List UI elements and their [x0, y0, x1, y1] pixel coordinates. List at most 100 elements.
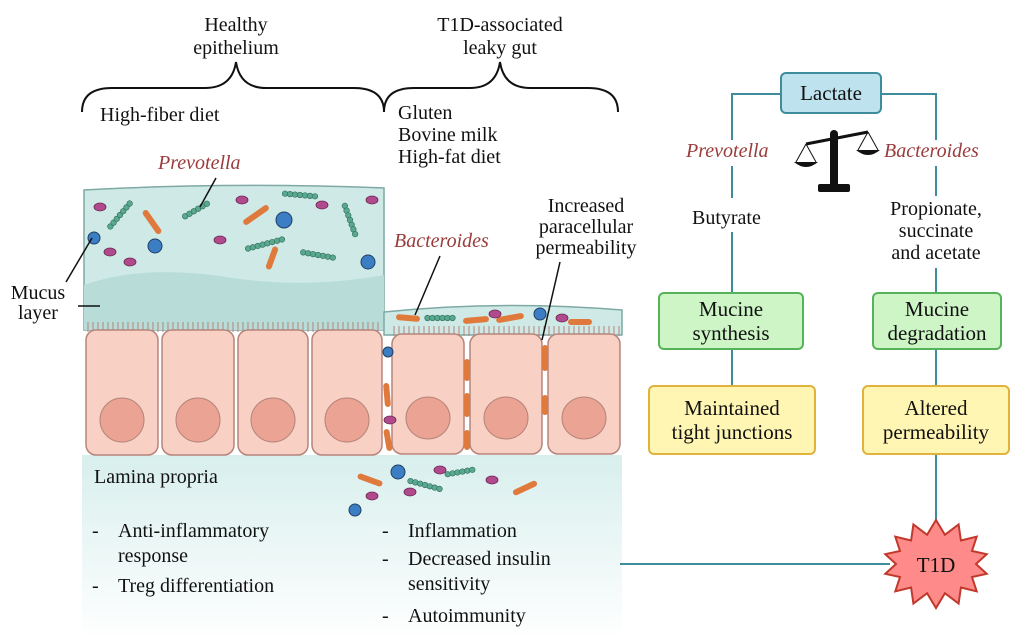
bacterium-chain	[126, 200, 133, 207]
lactate-box: Lactate	[780, 72, 882, 114]
bacterium-oval	[365, 491, 379, 501]
healthy-effect-1-line2: response	[118, 545, 188, 567]
mucine-synthesis-box: Mucine synthesis	[658, 292, 804, 350]
mucine-synthesis-line2: synthesis	[692, 321, 770, 345]
tight-line2: tight junctions	[671, 420, 793, 444]
mucus-layer-label: Mucus layer	[2, 283, 74, 323]
header-healthy-line2: epithelium	[193, 37, 279, 59]
leaky-effect-1-line1: Inflammation	[408, 520, 517, 542]
bacterium-oval	[555, 313, 569, 323]
bacterium-coccus	[348, 503, 362, 517]
propionate-line1: Propionate,	[890, 198, 982, 220]
bacterium-coccus	[275, 211, 293, 229]
brace-leaky	[383, 61, 619, 113]
balance-scale-icon	[794, 130, 880, 192]
bacterium-oval	[213, 235, 227, 245]
prevotella-label-right: Prevotella	[686, 140, 769, 162]
bacterium-oval	[235, 195, 249, 205]
leaky-effect-3: - Autoimmunity	[382, 604, 612, 630]
leaky-diet-item: High-fat diet	[398, 146, 501, 168]
healthy-effect-1-line1: Anti-inflammatory	[118, 520, 270, 542]
flow-connectors	[620, 93, 937, 565]
mucus-line2: layer	[18, 302, 58, 324]
bacterium-chain	[311, 193, 319, 200]
propionate-line3: and acetate	[891, 242, 981, 264]
header-leaky-line2: leaky gut	[463, 37, 537, 59]
bullet-dash: -	[382, 605, 389, 627]
bacterium-oval	[365, 195, 379, 205]
bacterium-coccus	[360, 254, 376, 270]
permeability-label: Increased paracellular permeability	[512, 196, 660, 259]
t1d-label: T1D	[916, 553, 956, 577]
brace-healthy	[81, 61, 385, 113]
pointer-prevotella	[199, 177, 217, 208]
pointer-bacteroides	[414, 255, 441, 316]
bacterium-rod	[142, 209, 162, 235]
leaky-effect-2: - Decreased insulin sensitivity	[382, 547, 612, 597]
healthy-effect-2: - Treg differentiation	[92, 574, 342, 600]
header-healthy-line1: Healthy	[204, 14, 268, 36]
altered-line1: Altered	[904, 395, 968, 420]
pointer-permeability	[541, 261, 561, 341]
tight-line1: Maintained	[684, 395, 780, 420]
bacterium-rod	[243, 205, 269, 225]
bacterium-chain	[469, 466, 476, 473]
bacterium-coccus	[533, 307, 547, 321]
bacterium-rod	[463, 316, 489, 324]
bacteroides-label-left: Bacteroides	[394, 230, 489, 252]
mucine-synthesis-line1: Mucine	[698, 296, 764, 321]
bacterium-oval	[383, 415, 397, 425]
prevotella-label-left: Prevotella	[158, 152, 241, 174]
bacterium-chain	[329, 254, 336, 261]
bacteroides-label-right: Bacteroides	[884, 140, 979, 162]
leaky-diet-list: Gluten Bovine milk High-fat diet	[398, 102, 501, 168]
bacterium-chain	[436, 485, 443, 492]
tight-junctions-box: Maintained tight junctions	[648, 385, 816, 455]
leaky-effect-3-line1: Autoimmunity	[408, 605, 526, 627]
mucine-degradation-box: Mucine degradation	[872, 292, 1002, 350]
bacterium-chain	[203, 200, 210, 207]
inner-mucus-layer	[84, 272, 384, 330]
cell-nucleus	[561, 396, 607, 440]
mucine-degradation-line2: degradation	[887, 321, 987, 345]
permeability-line3: permeability	[535, 237, 637, 259]
cell-nucleus	[324, 397, 370, 443]
bacterium-rod	[357, 473, 383, 487]
cell-nucleus	[405, 396, 451, 440]
bacteria-group	[87, 190, 592, 517]
bacterium-oval	[485, 475, 499, 485]
bacterium-oval	[103, 247, 117, 257]
bacterium-coccus	[147, 238, 163, 254]
lamina-propria-label: Lamina propria	[94, 466, 218, 488]
bacterium-oval	[488, 309, 502, 319]
bacterium-rod	[265, 246, 279, 270]
bacterium-rod	[383, 383, 391, 407]
bacterium-chain	[278, 236, 286, 243]
bacterium-oval	[123, 257, 137, 267]
pointer-mucus-1	[65, 237, 93, 283]
propionate-label: Propionate, succinate and acetate	[872, 198, 1000, 264]
healthy-diet: High-fiber diet	[100, 104, 220, 126]
cell-nucleus	[483, 396, 529, 440]
header-leaky-line1: T1D-associated	[437, 14, 563, 36]
mucine-degradation-line1: Mucine	[904, 296, 970, 321]
bacterium-oval	[403, 487, 417, 497]
altered-permeability-box: Altered permeability	[862, 385, 1010, 455]
leaky-diet-item: Bovine milk	[398, 124, 498, 146]
epithelial-cells	[85, 329, 621, 456]
bacterium-rod	[383, 429, 393, 451]
altered-line2: permeability	[882, 420, 990, 444]
healthy-effect-2-line1: Treg differentiation	[118, 575, 275, 597]
leaky-diet-item: Gluten	[398, 102, 453, 124]
t1d-starburst	[883, 518, 989, 610]
bacterium-oval	[93, 202, 107, 212]
bacterium-coccus	[390, 464, 406, 480]
bullet-dash: -	[382, 548, 389, 570]
cell-nucleus	[250, 397, 296, 443]
bacterium-coccus	[382, 346, 394, 358]
bacterium-chain	[352, 230, 359, 238]
bacterium-chain	[449, 314, 456, 322]
bacterium-rod	[396, 314, 420, 322]
